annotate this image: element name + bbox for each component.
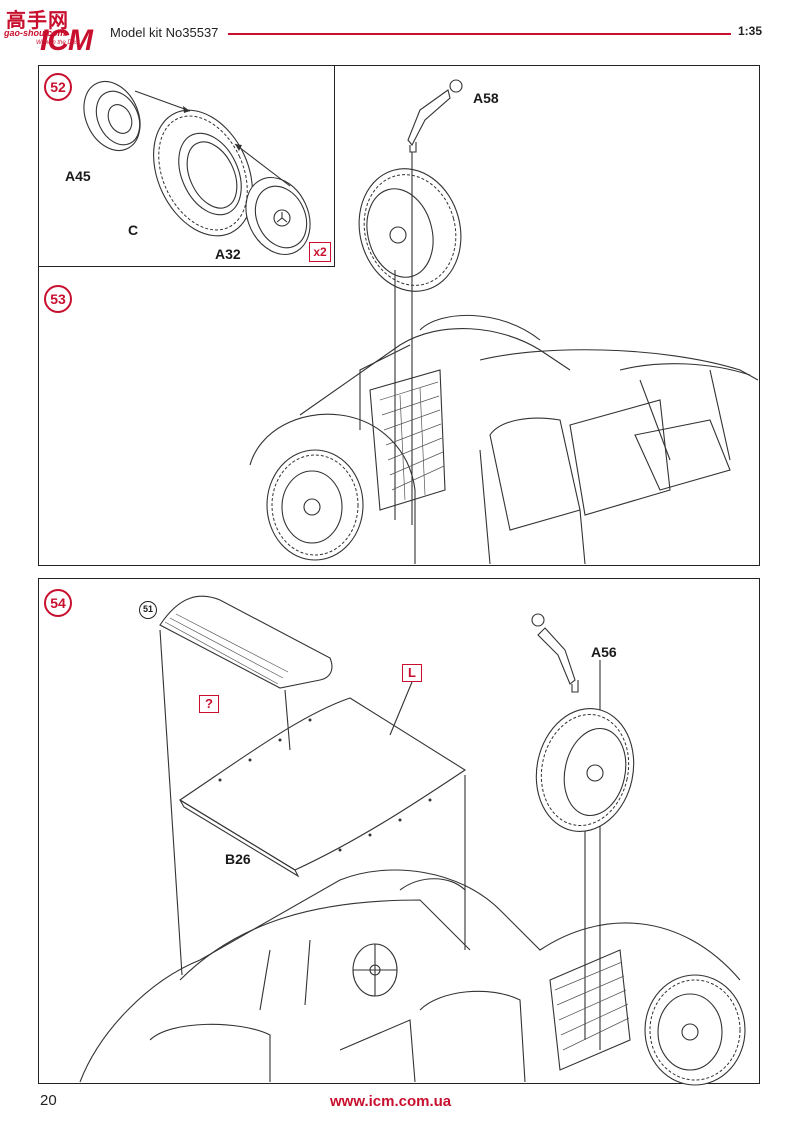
logo-chinese-text: 高手网 (6, 8, 69, 32)
kit-title: Model kit No35537 (110, 25, 219, 40)
optional-question-mark: ? (199, 695, 219, 713)
step-52-wheel-drawing (83, 81, 311, 255)
step-number-54: 54 (44, 589, 72, 617)
part-label-a56: A56 (591, 644, 617, 660)
part-label-a58: A58 (473, 90, 499, 106)
quantity-badge: x2 (309, 242, 331, 262)
scale-label: 1:35 (738, 24, 763, 38)
step-53-car-drawing (249, 79, 759, 565)
step-number-53: 53 (44, 285, 72, 313)
logo-slogan: Wow in the Dust (36, 40, 80, 46)
logo-url-text: gao-shou.com (4, 28, 66, 38)
part-label-a45: A45 (65, 168, 91, 184)
header-divider (228, 33, 731, 35)
part-label-a32: A32 (215, 246, 241, 262)
step-52-53-frame (38, 65, 760, 566)
step-54-frame (38, 578, 760, 1084)
reference-step-51: 51 (139, 601, 157, 619)
step-52-frame (38, 65, 335, 267)
step-54-roof-drawing (79, 595, 746, 1086)
paint-code-l: L (402, 664, 422, 682)
step-number-52: 52 (44, 73, 72, 101)
website-link[interactable]: www.icm.com.ua (330, 1093, 452, 1110)
part-label-b26: B26 (225, 851, 251, 867)
icm-logo: ICM (40, 24, 93, 57)
page-number: 20 (40, 1092, 57, 1109)
part-label-c: C (128, 222, 139, 238)
